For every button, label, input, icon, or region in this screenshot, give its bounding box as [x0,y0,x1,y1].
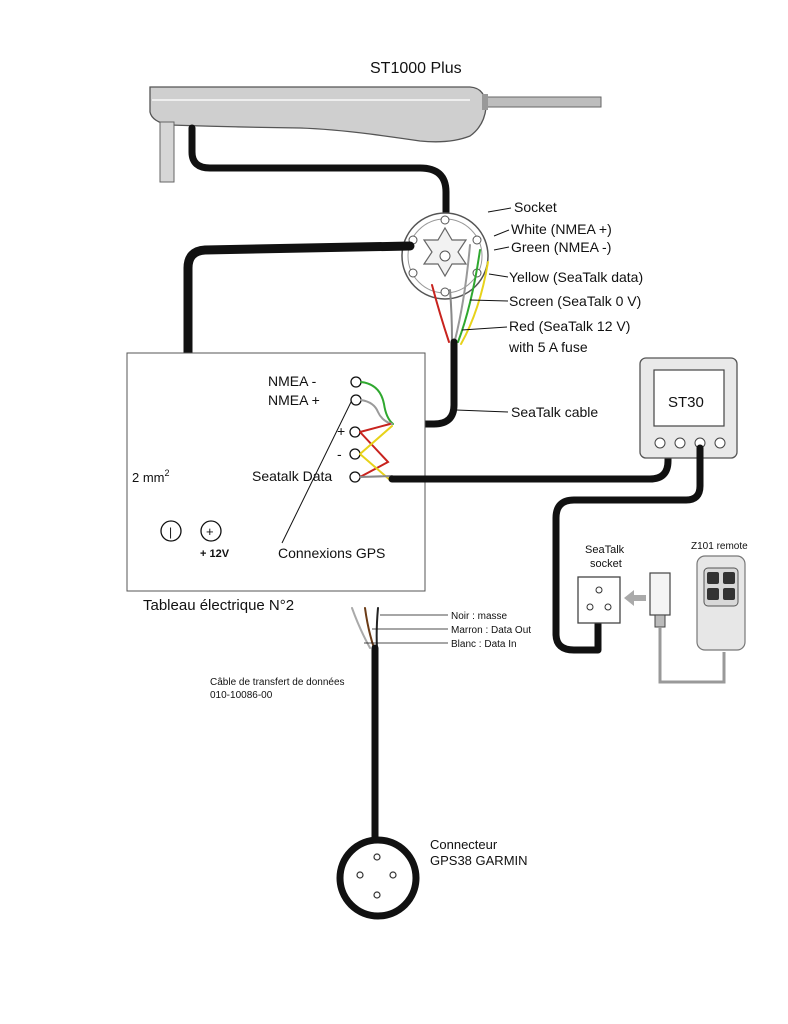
remote-label: Z101 remote [691,541,748,552]
gps-wire-black [375,607,379,649]
terminal-minus [349,448,361,460]
socket-wire-white [454,244,471,341]
label-white: White (NMEA +) [511,221,612,237]
gps-cable-title-line1: Câble de transfert de données [210,677,345,688]
autopilot-cable [188,124,450,216]
connector-line1: Connecteur [430,837,498,852]
supply-negative-symbol: | [169,525,172,539]
gps-wire-brown [364,607,375,649]
seatalk-wall-socket: SeaTalk socket [577,544,646,624]
label-yellow: Yellow (SeaTalk data) [509,269,643,285]
z101-remote: Z101 remote [691,541,748,651]
terminal-seatalk-data [349,471,361,483]
gps-wire-white [351,607,371,649]
panel-nmea-minus: NMEA - [268,373,317,389]
panel-plus: + [337,423,345,439]
st1000-autopilot: ST1000 Plus [149,60,602,183]
gps-cable-title-line2: 010-10086-00 [210,690,273,701]
panel-wire-white [360,399,393,425]
socket-wire-yellow [460,261,489,345]
panel-to-st30-cable [388,444,672,483]
terminal-nmea-plus [350,394,362,406]
autopilot-title: ST1000 Plus [370,60,462,77]
gps-connector: Connecteur GPS38 GARMIN [336,836,528,920]
socket-labels: Socket White (NMEA +) Green (NMEA -) Yel… [508,199,643,355]
seatalk-socket-line2: socket [590,558,622,570]
panel-minus: - [337,446,342,462]
supply-negative-terminal [160,520,182,542]
connector-line2: GPS38 GARMIN [430,853,528,868]
panel-wire-screen [359,475,393,478]
panel-nmea-plus: NMEA + [268,392,320,408]
label-screen: Screen (SeaTalk 0 V) [509,293,641,309]
gps-wire-blanc-label: Blanc : Data In [451,639,517,650]
gps-data-cable: Noir : masse Marron : Data Out Blanc : D… [210,607,531,846]
remote-plug [649,572,726,684]
terminal-nmea-minus [350,376,362,388]
panel-title: Tableau électrique N°2 [143,597,294,614]
panel-wire-green [360,381,394,425]
supply-positive-symbol: + [206,524,214,539]
label-seatalk-cable: SeaTalk cable [511,404,598,420]
socket-wire-screen [449,289,453,341]
seatalk-cable-main [388,338,458,428]
socket-wire-red [431,284,450,343]
gps-wire-noir-label: Noir : masse [451,611,508,622]
socket-leaders [461,207,512,331]
st30-label: ST30 [668,394,704,411]
power-cable [183,241,415,467]
supply-positive-terminal [200,520,222,542]
wire-size-label: 2 mm2 [132,468,170,485]
terminal-plus [349,426,361,438]
seatalk-socket-line1: SeaTalk [585,544,625,556]
st30-to-socket-cable [552,444,704,654]
panel-connexions: Connexions GPS [278,545,385,561]
label-red-line2: with 5 A fuse [508,339,588,355]
electrical-panel: Tableau électrique N°2 NMEA - NMEA + + -… [126,352,426,614]
label-socket: Socket [514,199,557,215]
panel-seatalk-data: Seatalk Data [252,468,332,484]
label-green: Green (NMEA -) [511,239,611,255]
label-red-line1: Red (SeaTalk 12 V) [509,318,630,334]
supply-12v-label: + 12V [200,548,230,560]
st30-instrument: ST30 [639,357,738,459]
panel-wire-red [359,423,391,478]
gps-wire-marron-label: Marron : Data Out [451,625,531,636]
seatalk-socket-round [401,212,489,300]
